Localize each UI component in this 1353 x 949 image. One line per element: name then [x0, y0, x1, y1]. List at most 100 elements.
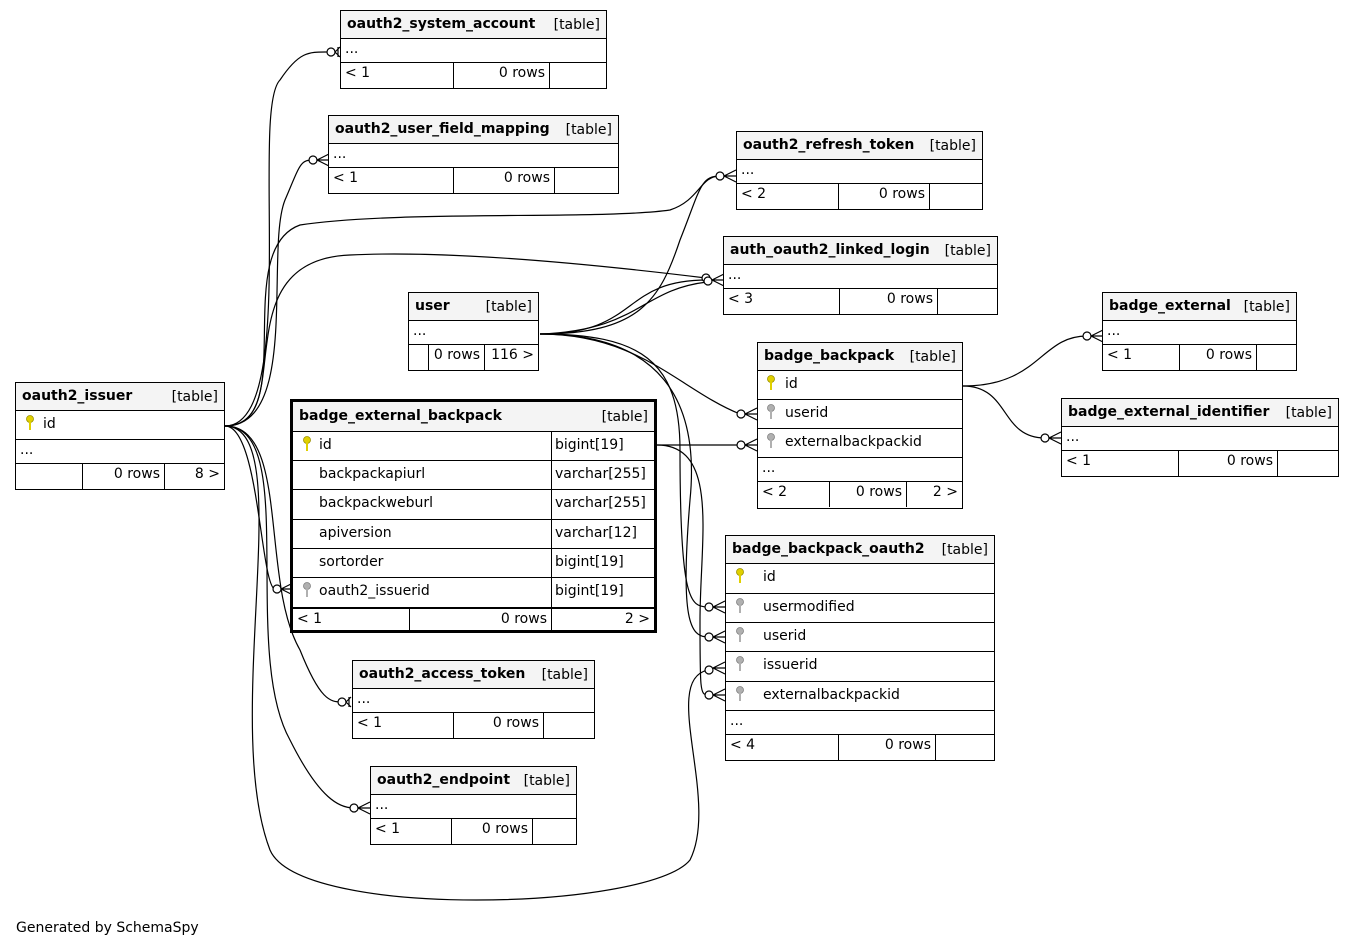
table-footer: < 2 0 rows — [737, 184, 982, 209]
parents-count: 8 > — [194, 466, 220, 482]
ellipsis-row: ... — [329, 144, 618, 168]
table-badge-external-identifier[interactable]: badge_external_identifier [table] ... < … — [1061, 398, 1339, 477]
row-count: 0 rows — [886, 291, 933, 307]
ellipsis-row: ... — [758, 458, 962, 482]
parents-count: 2 > — [932, 484, 958, 500]
table-type: [table] — [941, 542, 988, 558]
table-footer: < 1 0 rows — [341, 63, 606, 88]
table-oauth2-refresh-token[interactable]: oauth2_refresh_token [table] ... < 2 0 r… — [736, 131, 983, 210]
row-count: 0 rows — [884, 737, 931, 753]
table-type: [table] — [601, 409, 648, 425]
ellipsis: ... — [1066, 429, 1080, 445]
column-row: sortorder bigint[19] — [293, 549, 654, 578]
edge-issuer-ext-backpack — [224, 425, 277, 591]
edge-issuer-access-token — [224, 425, 343, 703]
column-name: externalbackpackid — [763, 687, 900, 703]
primary-key-icon — [736, 568, 744, 583]
children-count: < 3 — [728, 291, 754, 307]
children-count: < 2 — [762, 484, 788, 500]
column-name: userid — [763, 628, 807, 644]
table-type: [table] — [523, 773, 570, 789]
edge-endpoints — [272, 46, 1104, 815]
ellipsis: ... — [333, 146, 347, 162]
primary-key-icon — [767, 375, 775, 390]
ellipsis-row: ... — [1103, 321, 1296, 345]
table-user[interactable]: user [table] ... 0 rows 116 > — [408, 292, 539, 371]
ellipsis-row: ... — [341, 39, 606, 63]
table-badge-backpack-oauth2[interactable]: badge_backpack_oauth2 [table] id usermod… — [725, 535, 995, 761]
table-footer: < 1 0 rows — [1103, 345, 1296, 370]
table-footer: 0 rows 8 > — [16, 464, 224, 489]
table-header: oauth2_refresh_token [table] — [737, 132, 982, 160]
children-count: < 1 — [375, 821, 401, 837]
children-count: < 1 — [345, 65, 371, 81]
column-row: userid — [758, 400, 962, 429]
ellipsis: ... — [762, 460, 776, 476]
column-name: backpackweburl — [319, 495, 434, 511]
row-count: 0 rows — [113, 466, 160, 482]
foreign-key-icon — [736, 627, 744, 642]
row-count: 0 rows — [878, 186, 925, 202]
table-type: [table] — [944, 243, 991, 259]
ellipsis-row: ... — [409, 321, 538, 345]
table-footer: < 3 0 rows — [724, 289, 997, 314]
table-type: [table] — [541, 667, 588, 683]
table-type: [table] — [553, 17, 600, 33]
table-header: user [table] — [409, 293, 538, 321]
column-type: bigint[19] — [555, 437, 624, 453]
table-oauth2-system-account[interactable]: oauth2_system_account [table] ... < 1 0 … — [340, 10, 607, 89]
row-count: 0 rows — [433, 347, 480, 363]
table-name: oauth2_user_field_mapping — [335, 121, 550, 137]
column-row: backpackweburl varchar[255] — [293, 490, 654, 520]
ellipsis: ... — [375, 797, 389, 813]
column-row: id — [726, 564, 994, 594]
table-header: oauth2_access_token [table] — [353, 661, 594, 689]
table-name: badge_external — [1109, 298, 1231, 314]
table-header: badge_backpack [table] — [758, 343, 962, 371]
foreign-key-icon — [303, 582, 311, 597]
edge-extbackpack-bpo — [656, 444, 709, 696]
column-name: id — [43, 416, 56, 432]
table-header: oauth2_system_account [table] — [341, 11, 606, 39]
table-name: badge_backpack_oauth2 — [732, 541, 925, 557]
table-type: [table] — [565, 122, 612, 138]
table-header: badge_external [table] — [1103, 293, 1296, 321]
column-name: userid — [785, 405, 829, 421]
column-type: varchar[12] — [555, 525, 637, 541]
row-count: 0 rows — [492, 715, 539, 731]
ellipsis-row: ... — [737, 160, 982, 184]
column-row: oauth2_issuerid bigint[19] — [293, 578, 654, 608]
table-footer: < 1 0 rows — [371, 819, 576, 844]
table-auth-oauth2-linked-login[interactable]: auth_oauth2_linked_login [table] ... < 3… — [723, 236, 998, 315]
foreign-key-icon — [767, 433, 775, 448]
primary-key-icon — [26, 415, 34, 430]
table-type: [table] — [1243, 299, 1290, 315]
edge-user-refresh-token — [539, 175, 721, 335]
table-oauth2-issuer[interactable]: oauth2_issuer [table] id ... 0 rows 8 > — [15, 382, 225, 490]
column-name: apiversion — [319, 525, 392, 541]
table-oauth2-access-token[interactable]: oauth2_access_token [table] ... < 1 0 ro… — [352, 660, 595, 739]
edge-issuer-linked-login — [224, 253, 707, 427]
column-name: backpackapiurl — [319, 466, 426, 482]
column-name: id — [319, 437, 332, 453]
table-footer: < 1 0 rows 2 > — [293, 608, 654, 630]
table-header: auth_oauth2_linked_login [table] — [724, 237, 997, 265]
ellipsis: ... — [728, 267, 742, 283]
table-oauth2-user-field-mapping[interactable]: oauth2_user_field_mapping [table] ... < … — [328, 115, 619, 194]
table-name: oauth2_refresh_token — [743, 137, 915, 153]
table-badge-external[interactable]: badge_external [table] ... < 1 0 rows — [1102, 292, 1297, 371]
edge-user-bpo-userid — [539, 333, 709, 638]
column-type: bigint[19] — [555, 583, 624, 599]
foreign-key-icon — [767, 404, 775, 419]
column-name: usermodified — [763, 599, 855, 615]
table-oauth2-endpoint[interactable]: oauth2_endpoint [table] ... < 1 0 rows — [370, 766, 577, 845]
table-badge-backpack[interactable]: badge_backpack [table] id userid externa… — [757, 342, 963, 509]
edge-user-linked-login-1 — [539, 279, 708, 335]
ellipsis-row: ... — [16, 440, 224, 464]
table-badge-external-backpack[interactable]: badge_external_backpack [table] id bigin… — [290, 399, 657, 633]
ellipsis-row: ... — [353, 689, 594, 713]
ellipsis-row: ... — [724, 265, 997, 289]
children-count: < 1 — [333, 170, 359, 186]
generated-by-label: Generated by SchemaSpy — [16, 920, 199, 936]
